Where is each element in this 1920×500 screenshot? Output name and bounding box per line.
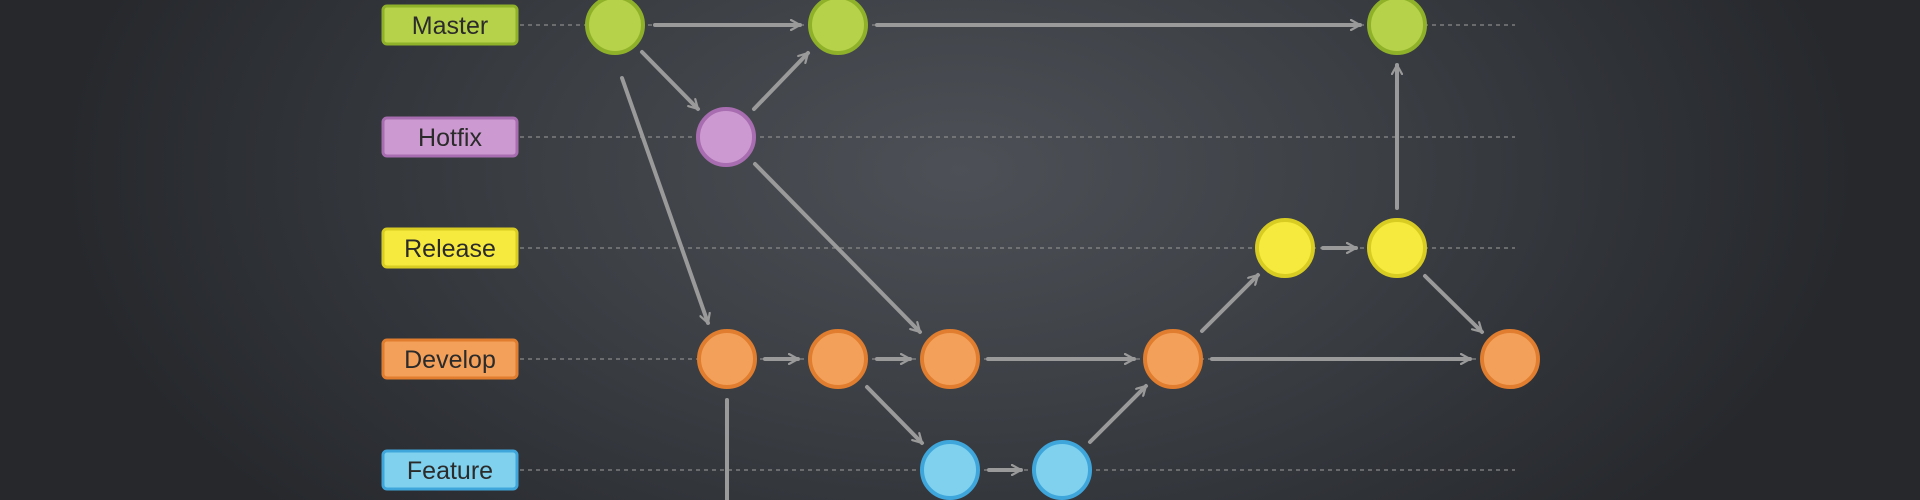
arrow-hotfix-develop3	[753, 162, 922, 334]
commit-develop-5	[1480, 329, 1540, 389]
commit-develop-1	[697, 329, 757, 389]
branch-label-master-text: Master	[412, 12, 488, 40]
commit-nodes	[585, 0, 1540, 500]
branch-label-feature-box	[381, 449, 519, 491]
branch-label-develop-text: Develop	[404, 346, 496, 374]
branch-label-develop: Develop	[381, 338, 519, 380]
branch-label-release-text: Release	[404, 235, 496, 263]
arrow-develop4-release1	[1200, 273, 1260, 333]
commit-hotfix-1	[696, 107, 756, 167]
branch-label-release-box	[381, 227, 519, 269]
commit-feature-2	[1032, 440, 1092, 500]
arrow-release2-develop5	[1423, 274, 1484, 334]
arrow-master1-hotfix	[640, 50, 700, 111]
arrow-feature2-develop4	[1088, 384, 1148, 444]
branch-label-develop-box	[381, 338, 519, 380]
commit-master-2	[808, 0, 868, 55]
commit-feature-1	[920, 440, 980, 500]
arrow-master1-develop1	[620, 76, 708, 325]
branch-label-master-box	[381, 4, 519, 46]
commit-master-1	[585, 0, 645, 55]
commit-arrows	[620, 25, 1484, 500]
commit-master-3	[1367, 0, 1427, 55]
branch-label-release: Release	[381, 227, 519, 269]
commit-develop-4	[1143, 329, 1203, 389]
commit-release-2	[1367, 218, 1427, 278]
branch-label-feature: Feature	[381, 449, 519, 491]
branch-label-master: Master	[381, 4, 519, 46]
branch-label-feature-text: Feature	[407, 457, 493, 485]
branch-label-hotfix: Hotfix	[381, 116, 519, 158]
branch-labels: Master Hotfix Release Develop Feature	[381, 4, 519, 491]
branch-label-hotfix-text: Hotfix	[418, 124, 482, 152]
lane-lines	[520, 24, 1515, 471]
commit-develop-2	[808, 329, 868, 389]
arrow-hotfix-master2	[752, 51, 810, 111]
commit-release-1	[1255, 218, 1315, 278]
commit-develop-3	[920, 329, 980, 389]
arrow-develop2-feature1	[865, 385, 924, 445]
branch-label-hotfix-box	[381, 116, 519, 158]
